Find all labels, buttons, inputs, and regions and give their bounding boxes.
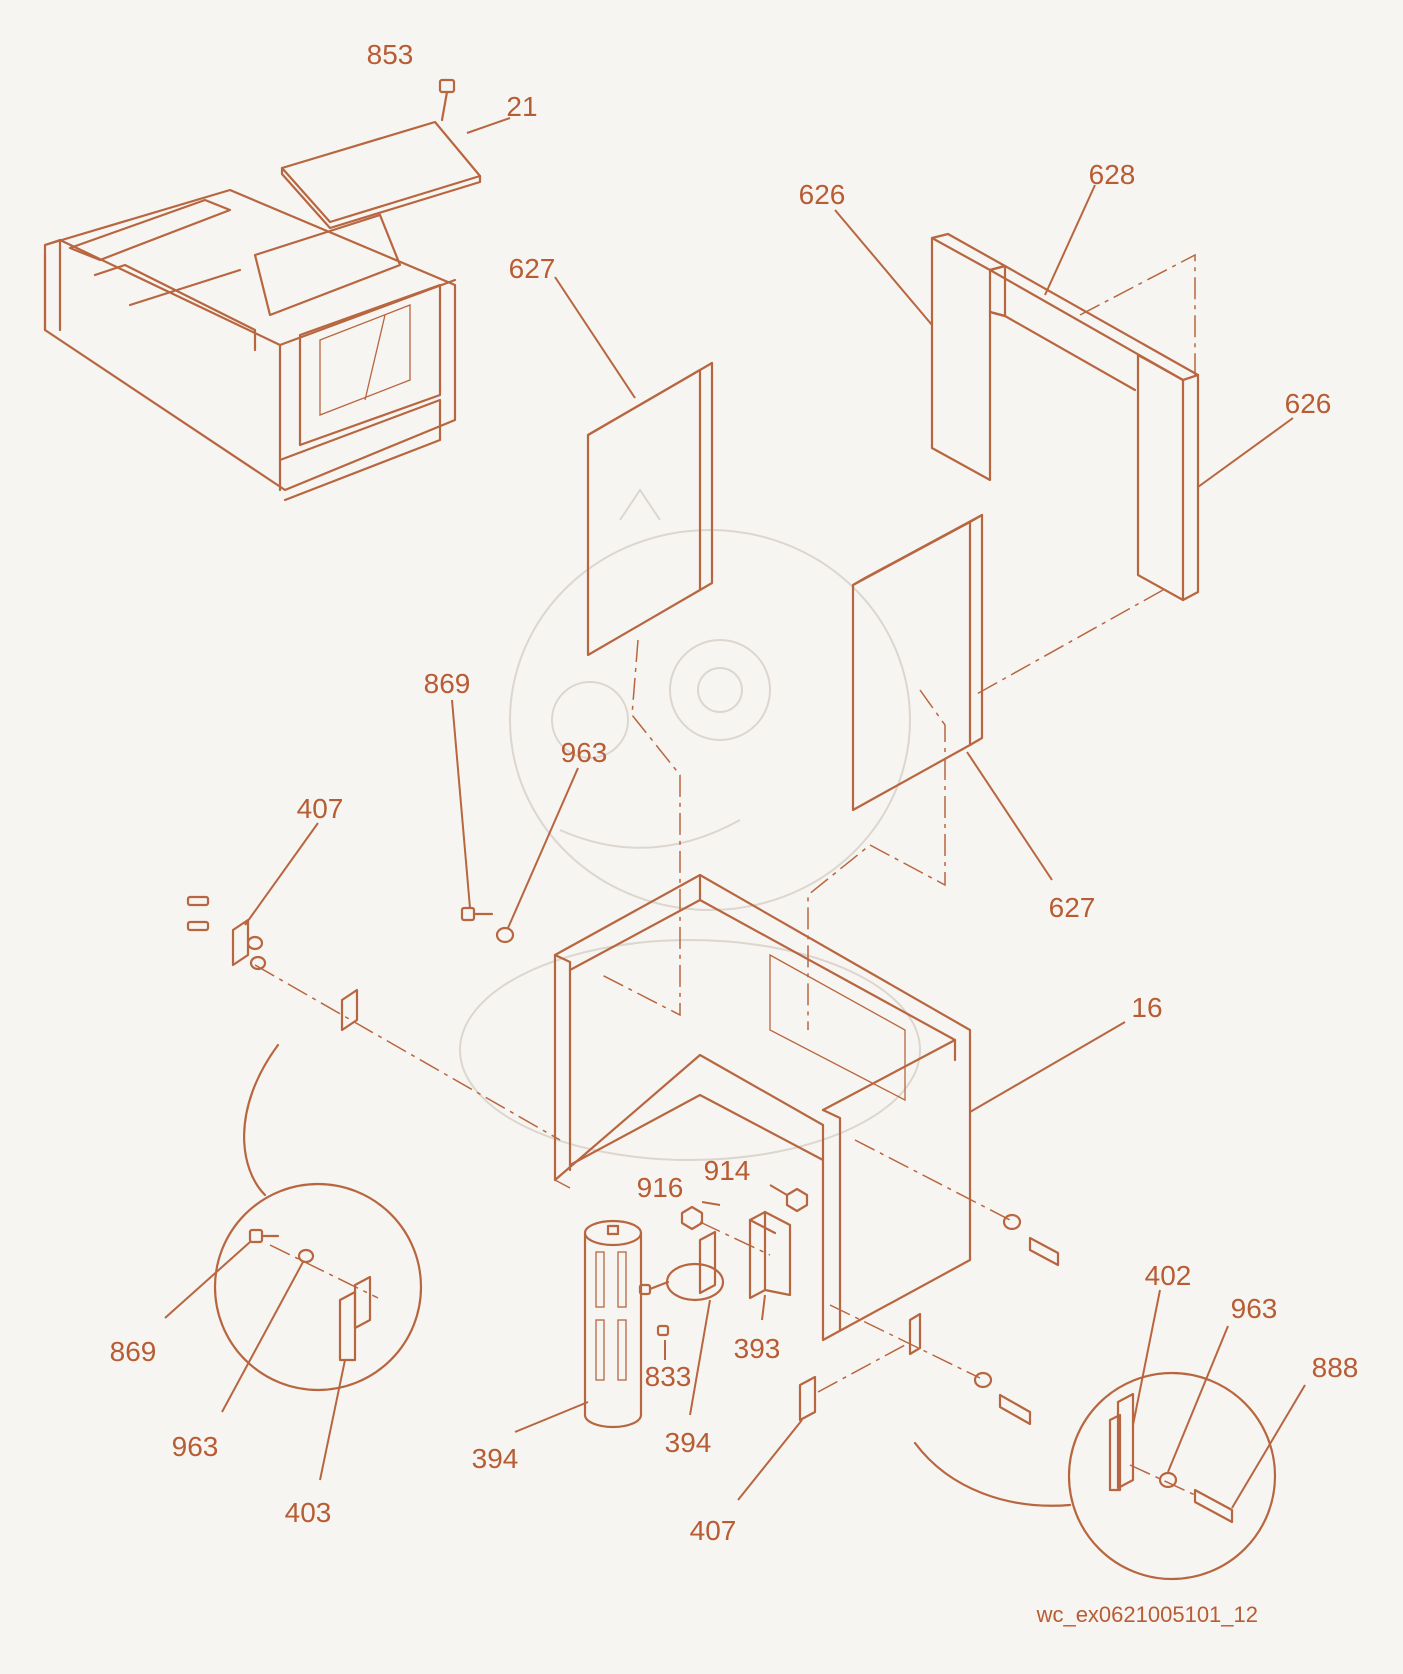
detail-circle-right [913,1371,1277,1581]
callout-403: 403 [285,1497,332,1528]
callout-393: 393 [734,1333,781,1364]
leader-lines [164,117,1306,1509]
centerline-407-left [254,964,561,1141]
centerline-627-upper [601,639,681,1017]
enclosure-frame-16 [553,873,972,1342]
centerline-right-upper [854,1139,1011,1221]
callout-628: 628 [1089,159,1136,190]
callout-853: 853 [367,39,414,70]
machine-frame-assembly [43,188,457,502]
screw-833-a [638,1280,670,1296]
panel-627-upper [586,361,714,657]
hinge-407-bottom [798,1312,922,1422]
bracket-393 [748,1210,792,1300]
centerline-626-627 [974,589,1164,696]
clamp-394 [665,1230,725,1302]
panel-626-right [1136,353,1200,602]
callout-402: 402 [1145,1260,1192,1291]
callout-626-right: 626 [1285,388,1332,419]
centerline-407-bottom [817,1344,906,1393]
washer-bolt-right-upper [1002,1213,1060,1267]
callout-21: 21 [506,91,537,122]
callout-16: 16 [1131,992,1162,1023]
callout-627-top: 627 [509,253,556,284]
nut-914 [785,1187,809,1213]
callout-394-left: 394 [472,1443,519,1474]
callout-833: 833 [645,1361,692,1392]
callout-407-left: 407 [297,793,344,824]
screw-833-b [656,1324,670,1337]
callout-394-mid: 394 [665,1427,712,1458]
cylinder-394 [583,1219,643,1429]
bolt-869-top [451,699,494,922]
lid-plate-21 [280,120,482,230]
centerline-627-mid [807,689,946,1030]
callout-914: 914 [704,1155,751,1186]
callout-869-detail: 869 [110,1336,157,1367]
panel-626-left [930,232,1007,482]
callout-963-right: 963 [1231,1293,1278,1324]
detail-circle-left [213,1043,423,1392]
nut-916 [680,1205,704,1231]
centerline-628 [1079,253,1196,375]
bolt-853 [438,78,456,122]
washer-bolt-right-lower [973,1371,1032,1426]
panel-627-mid [851,513,984,812]
centerline-nuts [699,1221,771,1256]
callout-963-top: 963 [561,737,608,768]
callout-888: 888 [1312,1352,1359,1383]
callout-869-top: 869 [424,668,471,699]
washer-963-top [495,767,579,944]
callout-627-mid: 627 [1049,892,1096,923]
hinge-407-left [186,895,359,1032]
drawing-id: wc_ex0621005101_12 [1036,1602,1258,1627]
callout-labels: 853 21 626 628 627 626 869 963 407 627 1… [110,39,1359,1546]
callout-626-top: 626 [799,179,846,210]
centerline-right-lower [829,1304,981,1379]
callout-963-detail: 963 [172,1431,219,1462]
background-watermark [459,488,921,1161]
callout-407-bottom: 407 [690,1515,737,1546]
callout-916: 916 [637,1172,684,1203]
